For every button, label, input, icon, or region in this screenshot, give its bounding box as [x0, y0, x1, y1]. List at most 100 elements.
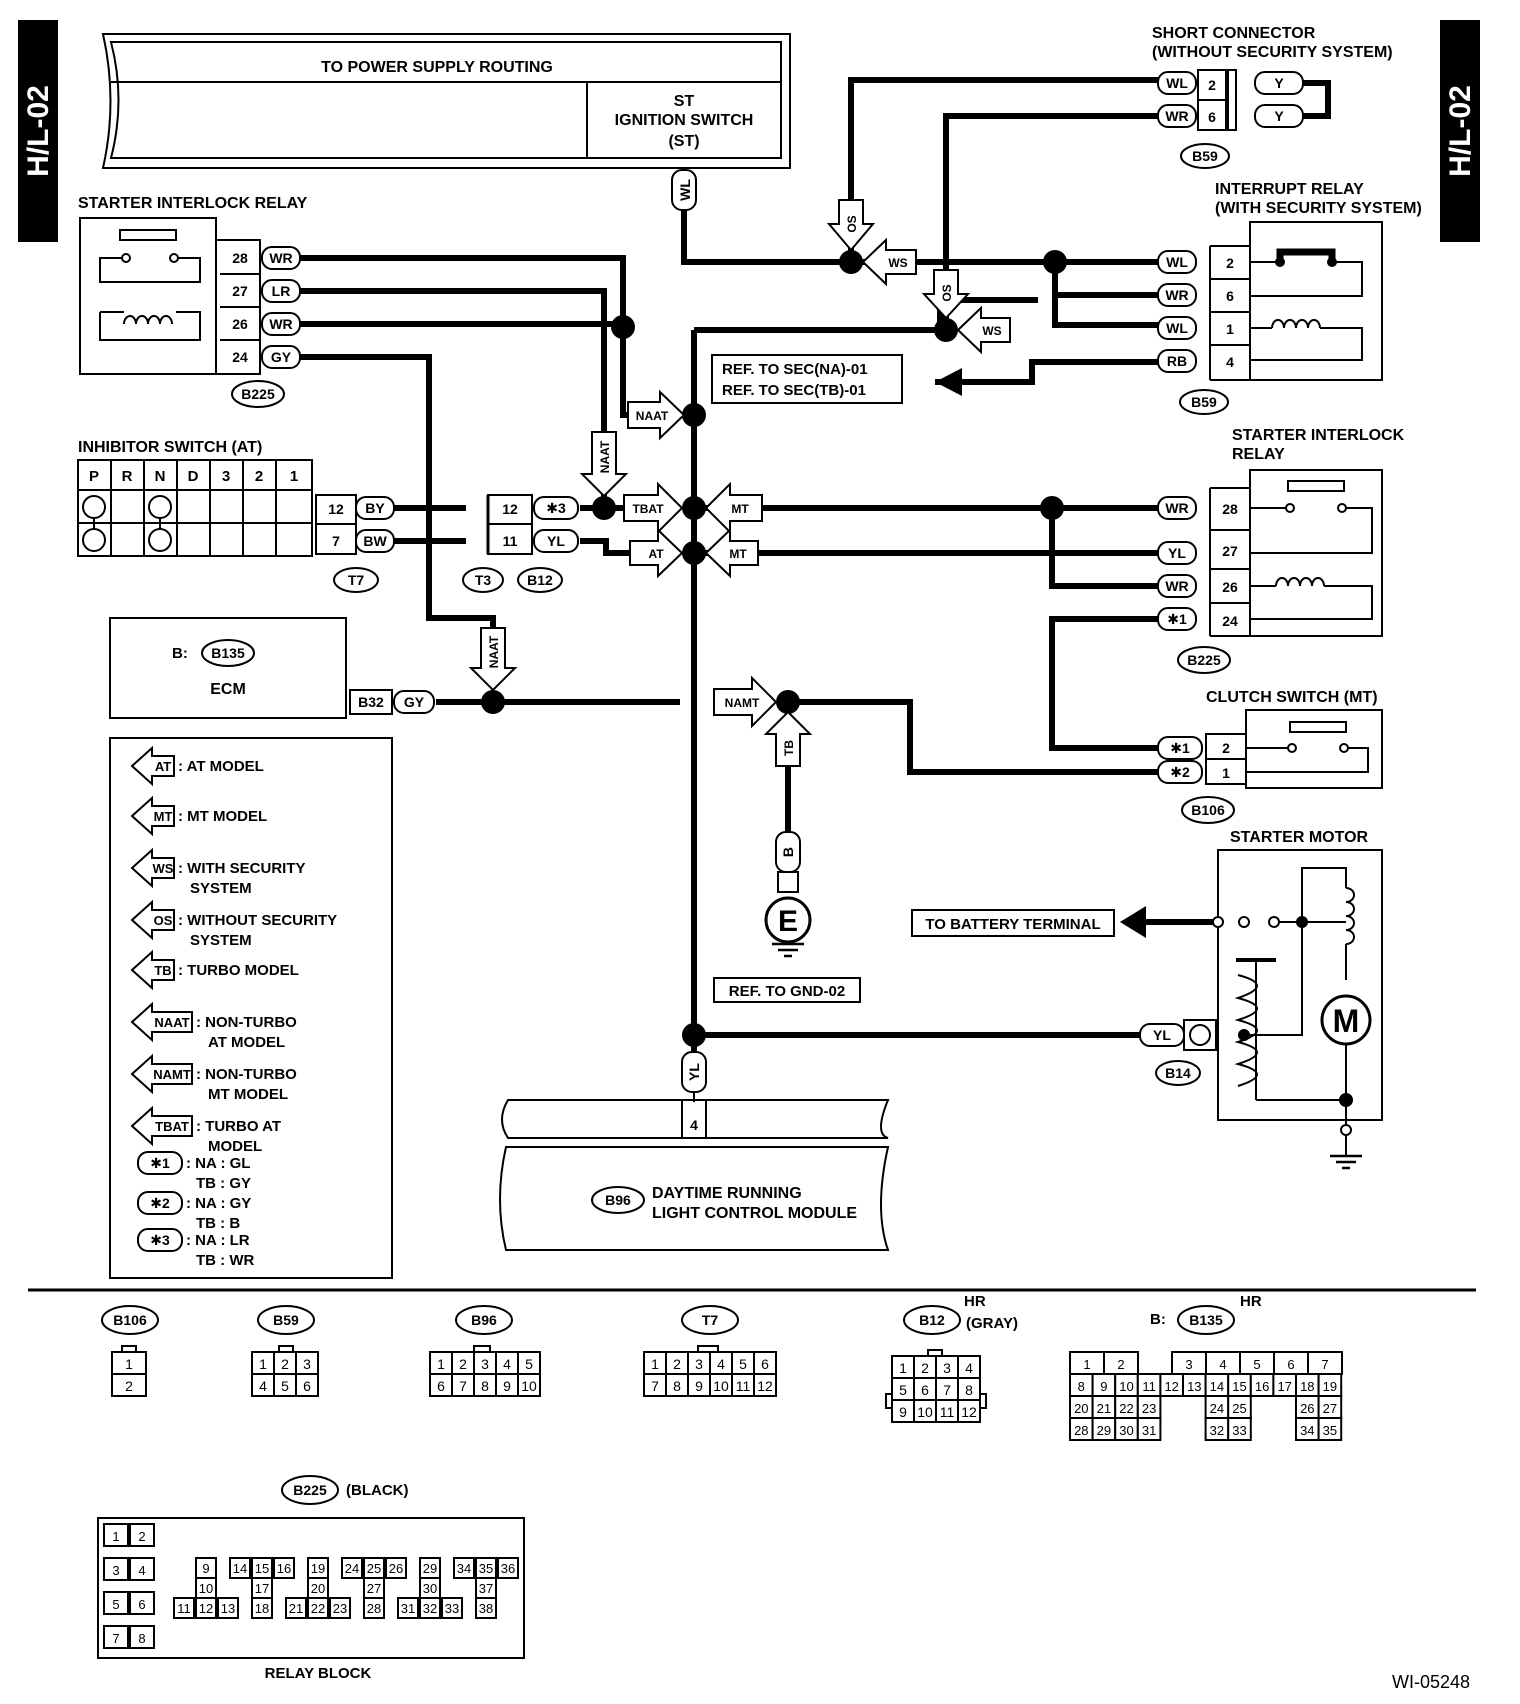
ground-letter: E	[778, 905, 798, 938]
ref-sec-line-2: REF. TO SEC(TB)-01	[722, 382, 866, 399]
svg-text:D: D	[188, 468, 199, 485]
drl-line-1: DAYTIME RUNNING	[652, 1185, 802, 1202]
view-b135-pin: 4	[1219, 1357, 1226, 1372]
starter-motor: STARTER MOTOR TO BATTERY TERMINAL M YL	[911, 829, 1383, 1170]
tag-tb: TB	[763, 710, 813, 767]
view-b135-pin: 10	[1119, 1379, 1133, 1394]
svg-text:WR: WR	[1165, 578, 1188, 594]
view-b225-pin: 17	[255, 1581, 269, 1596]
view-b96-label-ellipse	[455, 1305, 513, 1335]
view-b225-pin: 35	[479, 1561, 493, 1576]
view-b135-pin: 22	[1119, 1401, 1133, 1416]
note-tb: TB : GY	[196, 1175, 251, 1192]
view-t7-pin: 6	[761, 1356, 769, 1372]
view-b225-pin: 9	[202, 1561, 209, 1576]
short-connector-title-2: (WITHOUT SECURITY SYSTEM)	[1152, 44, 1393, 61]
view-b225-cell	[497, 1557, 519, 1579]
view-b135-pin: 19	[1323, 1379, 1337, 1394]
note-mark: ✱3	[150, 1232, 170, 1248]
view-b12-pin: 11	[940, 1404, 955, 1420]
view-b135-pin: 27	[1323, 1401, 1337, 1416]
svg-text:WS: WS	[982, 324, 1001, 338]
view-b225-cell	[103, 1523, 129, 1547]
view-b12-note-top: HR	[964, 1293, 986, 1310]
svg-text:11: 11	[503, 533, 518, 549]
short-connector: SHORT CONNECTOR (WITHOUT SECURITY SYSTEM…	[1152, 25, 1393, 169]
view-b225-cell	[341, 1557, 363, 1579]
view-b225-cell	[363, 1597, 385, 1619]
view-b135-pin: 14	[1210, 1379, 1224, 1394]
gnd-ref: REF. TO GND-02	[729, 983, 845, 1000]
svg-text:WL: WL	[677, 179, 693, 201]
view-b225-label-ellipse	[281, 1475, 339, 1505]
view-b225-pin: 22	[311, 1601, 325, 1616]
view-b225-pin: 32	[423, 1601, 437, 1616]
svg-text:WL: WL	[1166, 254, 1188, 270]
view-b59-pin: 1	[259, 1356, 267, 1372]
svg-text:R: R	[122, 468, 133, 485]
view-b96-pin: 9	[503, 1378, 511, 1394]
tag-naat-1: NAAT	[627, 389, 686, 441]
view-b106-pin: 1	[125, 1356, 133, 1372]
svg-text:NAAT: NAAT	[636, 409, 669, 423]
view-b12-pin: 7	[943, 1382, 951, 1398]
legend-tag-arrow	[130, 795, 175, 837]
view-b225-pin: 6	[138, 1597, 145, 1612]
legend-text: AT MODEL	[208, 1034, 285, 1051]
drl-connector: B96	[605, 1192, 631, 1208]
svg-text:BW: BW	[363, 533, 387, 549]
view-b225-cell	[475, 1597, 497, 1619]
note-badge	[137, 1191, 183, 1215]
svg-text:3: 3	[222, 468, 230, 485]
side-tab-right-text: H/L-02	[1444, 85, 1477, 177]
view-t7-label: T7	[702, 1312, 719, 1328]
view-b225-pin: 28	[367, 1601, 381, 1616]
view-b225-pin: 7	[112, 1631, 119, 1646]
view-b225-pin: 15	[255, 1561, 269, 1576]
view-b135-pin: 13	[1187, 1379, 1201, 1394]
view-b225-frame	[97, 1517, 525, 1659]
view-t7-pin: 4	[717, 1356, 725, 1372]
view-b225-cell	[103, 1625, 129, 1649]
view-b135-pin: 20	[1074, 1401, 1088, 1416]
view-b12-pin: 5	[899, 1382, 907, 1398]
tag-os-1: OS	[826, 199, 876, 252]
battery-ref: TO BATTERY TERMINAL	[925, 916, 1100, 933]
view-b59-pin: 3	[303, 1356, 311, 1372]
connector-label-b59-short: B59	[1192, 148, 1218, 164]
view-b225-pin: 20	[311, 1581, 325, 1596]
view-b135-pin: 35	[1323, 1423, 1337, 1438]
ignition-line-2: IGNITION SWITCH	[615, 112, 754, 129]
ecm-label: ECM	[210, 681, 246, 698]
svg-text:LR: LR	[272, 283, 291, 299]
svg-text:WR: WR	[269, 250, 292, 266]
view-b106-label-ellipse	[101, 1305, 159, 1335]
view-b135-pin: 28	[1074, 1423, 1088, 1438]
svg-text:OS: OS	[845, 215, 859, 232]
svg-text:YL: YL	[1153, 1027, 1171, 1043]
inhibitor-title: INHIBITOR SWITCH (AT)	[78, 439, 262, 456]
view-b12-pin: 10	[917, 1404, 933, 1420]
view-b225-cell	[273, 1557, 295, 1579]
view-b225-pin: 38	[479, 1601, 493, 1616]
svg-text:BY: BY	[365, 500, 385, 516]
view-b106-cell	[111, 1373, 147, 1397]
starter-motor-title: STARTER MOTOR	[1230, 829, 1369, 846]
svg-text:RB: RB	[1167, 353, 1187, 369]
view-b135-pin: 2	[1117, 1357, 1124, 1372]
legend-tag-arrow	[130, 1053, 193, 1095]
view-b135-pin: 25	[1232, 1401, 1246, 1416]
tag-mt-2: MT	[704, 527, 759, 579]
view-b225-pin: 11	[177, 1601, 191, 1616]
svg-text:27: 27	[232, 283, 248, 299]
view-b12-pin: 12	[961, 1404, 977, 1420]
starter-interlock-relay-left: STARTER INTERLOCK RELAY 28 27 26 24 WR L…	[78, 195, 308, 408]
legend-text: : AT MODEL	[178, 758, 264, 775]
view-b225-pin: 4	[138, 1563, 145, 1578]
tag-naat-3: NAAT	[468, 627, 518, 692]
svg-text:P: P	[89, 468, 99, 485]
view-b225-pin: 29	[423, 1561, 437, 1576]
legend-text: : NON-TURBO	[196, 1066, 297, 1083]
view-b225-pin: 24	[345, 1561, 359, 1576]
view-b96-pin: 1	[437, 1356, 445, 1372]
